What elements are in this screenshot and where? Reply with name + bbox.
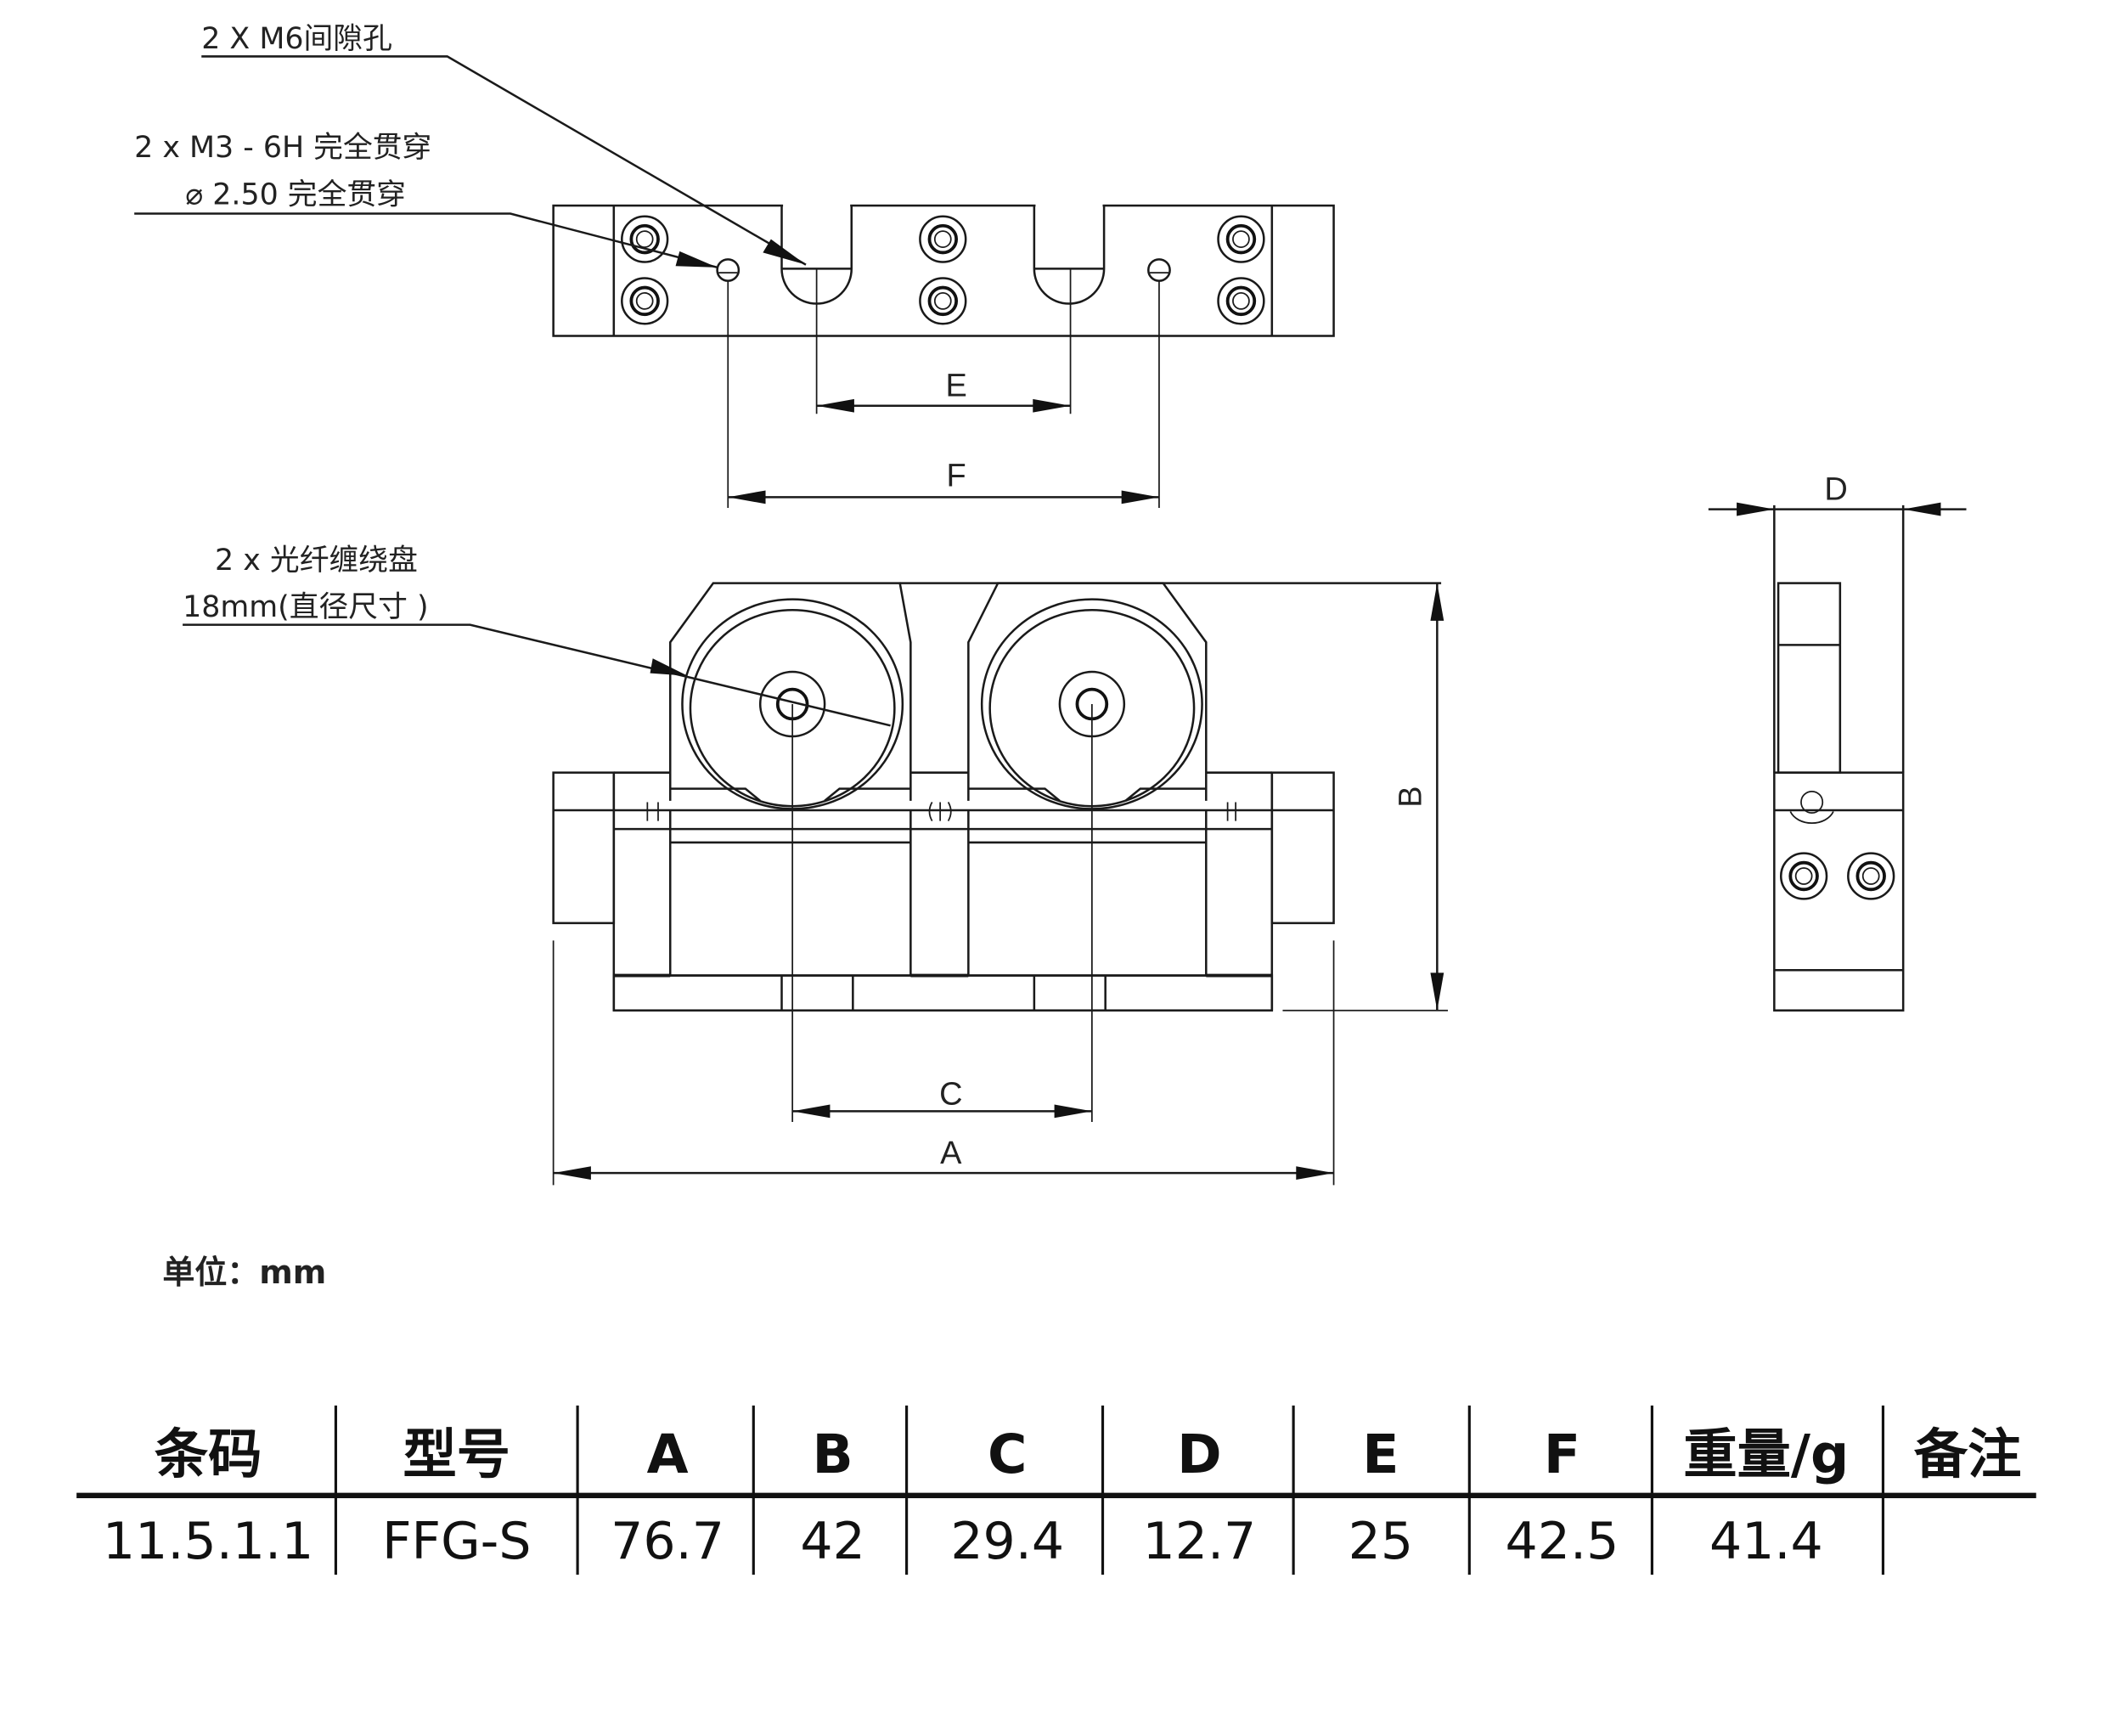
side-view-spool-profile — [1777, 582, 1842, 774]
end-block-left — [552, 771, 616, 925]
dimension-label-b: B — [1393, 786, 1428, 807]
table-header-cell: F — [1544, 1423, 1580, 1485]
table-cell: 12.7 — [1143, 1512, 1257, 1571]
dimension-label-c: C — [939, 1076, 962, 1112]
top-view: E F 2 X M6间隙孔 2 x M3 - 6H 完全贯穿 ⌀ 2.50 完全… — [134, 22, 1335, 509]
screw-hole — [621, 215, 669, 263]
dimension-label-d: D — [1824, 472, 1847, 508]
table-cell: 42 — [800, 1512, 864, 1571]
callout-spool-diameter: 18mm(直径尺寸 ) — [183, 590, 428, 624]
dimension-label-a: A — [940, 1136, 962, 1171]
unit-note: 单位：mm — [162, 1254, 326, 1291]
pin — [646, 802, 659, 821]
screw-hole — [1217, 277, 1265, 325]
table-header-cell: 条码 — [155, 1423, 262, 1485]
dimension-label-f: F — [947, 459, 966, 494]
screw-hole — [1779, 852, 1828, 900]
dimension-label-e: E — [945, 369, 966, 404]
table-cell: FFG-S — [382, 1512, 532, 1571]
table-header-cell: C — [988, 1423, 1027, 1485]
m3-hole — [1147, 258, 1171, 282]
m6-slot — [1033, 202, 1106, 305]
m3-hole — [716, 258, 740, 282]
callout-m3-diameter: ⌀ 2.50 完全贯穿 — [185, 178, 406, 211]
table-cell: 25 — [1349, 1512, 1413, 1571]
base-plate — [612, 974, 1274, 1012]
front-view: C A B 2 x 光纤缠绕盘 18mm(直径尺寸 ) — [183, 544, 1448, 1186]
table-header-cell: 型号 — [403, 1423, 510, 1485]
pin — [928, 802, 952, 822]
table-header-cell: D — [1177, 1423, 1222, 1485]
table-cell: 42.5 — [1506, 1512, 1619, 1571]
table-header-cell: A — [647, 1423, 689, 1485]
table-header-row: 条码 型号 A B C D E F 重量/g 备注 — [155, 1423, 2021, 1485]
table-header-cell: 备注 — [1914, 1423, 2022, 1485]
pin — [1226, 802, 1236, 821]
table-cell: 41.4 — [1709, 1512, 1823, 1571]
table-header-cell: B — [812, 1423, 853, 1485]
table-cell: 76.7 — [611, 1512, 724, 1571]
top-view-outline — [552, 204, 1335, 337]
table-column-dividers — [334, 1405, 1885, 1575]
callout-m6-clearance: 2 X M6间隙孔 — [201, 22, 392, 56]
table-body: 11.5.1.1 FFG-S 76.7 42 29.4 12.7 25 42.5 41.4 — [103, 1512, 1823, 1571]
screw-hole — [919, 277, 967, 325]
m3-hole — [1789, 790, 1834, 825]
table-cell: 11.5.1.1 — [103, 1512, 313, 1571]
side-view: D — [1708, 472, 1967, 1012]
screw-hole — [621, 277, 669, 325]
table-header-cell: 重量/g — [1683, 1423, 1849, 1485]
screw-hole — [1847, 852, 1895, 900]
side-view-body — [1773, 771, 1905, 1012]
table-header-cell: E — [1362, 1423, 1399, 1485]
table-row: 11.5.1.1 FFG-S 76.7 42 29.4 12.7 25 42.5 41.4 — [103, 1512, 1823, 1571]
screw-hole — [1217, 215, 1265, 263]
callout-spool-count: 2 x 光纤缠绕盘 — [215, 544, 418, 578]
callout-m3-thread: 2 x M3 - 6H 完全贯穿 — [134, 131, 431, 165]
table-cell: 29.4 — [950, 1512, 1064, 1571]
end-block-right — [1270, 771, 1335, 925]
spec-table: 条码 型号 A B C D E F 重量/g 备注 11.5.1.1 FFG-S 76.7 42 29.4… — [76, 1405, 2036, 1575]
screw-hole — [919, 215, 967, 263]
